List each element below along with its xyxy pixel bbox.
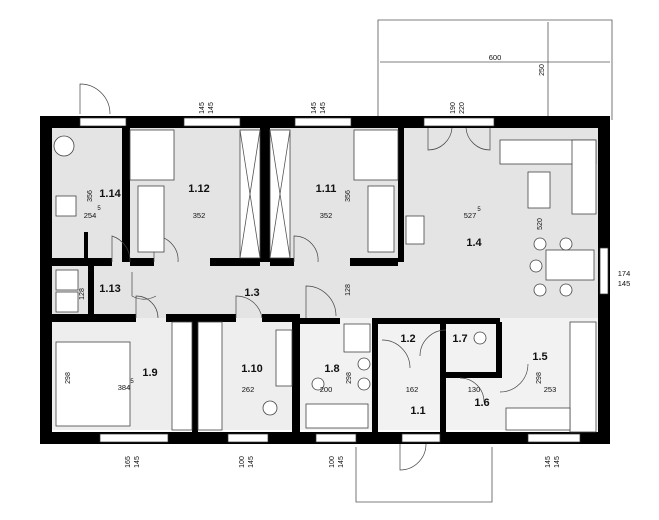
dim-1-4-width-sup: 5	[477, 207, 481, 213]
room-label-1-7: 1.7	[452, 333, 467, 345]
dim-1-9-width: 384	[118, 383, 131, 392]
room-label-1-4: 1.4	[466, 237, 482, 249]
room-label-1-14: 1.14	[99, 188, 121, 200]
windows	[79, 117, 609, 443]
room-label-1-3: 1.3	[244, 287, 259, 299]
win-dim: 145	[248, 456, 255, 468]
terrace-depth-label: 250	[539, 64, 546, 76]
room-label-1-2: 1.2	[400, 333, 415, 345]
win-dim: 145	[545, 456, 552, 468]
dim-1-1-width: 162	[406, 385, 419, 394]
terrace-width-label: 600	[489, 53, 502, 62]
room-label-1-13: 1.13	[99, 283, 120, 295]
win-dim: 145	[320, 102, 327, 114]
win-dim: 145	[208, 102, 215, 114]
dim-1-6-width: 130	[468, 385, 481, 394]
dim-1-5-width: 253	[544, 385, 557, 394]
win-dim: 145	[311, 102, 318, 114]
dim-1-3-depth: 128	[345, 284, 352, 296]
room-label-1-6: 1.6	[474, 397, 489, 409]
room-labels: 1.14 1.12 1.11 1.4 1.13 1.3 1.9 1.10 1.8…	[99, 183, 547, 417]
dim-1-9-depth: 298	[65, 372, 72, 384]
dim-1-14-width: 254	[84, 211, 97, 220]
win-dim: 145	[134, 456, 141, 468]
dim-1-14-width-sup: 5	[97, 206, 101, 212]
dim-1-8-width: 200	[320, 385, 333, 394]
terrace: 600 250	[377, 19, 613, 120]
interior-walls	[50, 126, 502, 432]
win-dim: 145	[618, 279, 631, 288]
doors	[79, 83, 529, 471]
win-dim: 220	[459, 102, 466, 114]
room-label-1-11: 1.11	[316, 183, 337, 195]
entrance-canopy	[355, 447, 493, 503]
room-label-1-9: 1.9	[142, 367, 157, 379]
room-label-1-5: 1.5	[532, 351, 547, 363]
dim-1-4-width: 527	[464, 211, 477, 220]
dim-1-8-depth: 298	[346, 372, 353, 384]
room-label-1-12: 1.12	[188, 183, 209, 195]
window-dimensions: 145 145 145 145 190 220 174 145 165 145 …	[125, 102, 630, 468]
dim-1-14-depth: 356	[87, 190, 94, 202]
room-label-1-8: 1.8	[324, 363, 339, 375]
win-dim: 165	[125, 456, 132, 468]
dim-1-4-depth: 520	[537, 218, 544, 230]
dim-1-11-depth: 356	[345, 190, 352, 202]
win-dim: 145	[199, 102, 206, 114]
dim-1-13-depth: 128	[79, 288, 86, 300]
win-dim: 100	[239, 456, 246, 468]
win-dim: 145	[338, 456, 345, 468]
dim-1-11-width: 352	[320, 211, 333, 220]
dim-1-10-width: 262	[242, 385, 255, 394]
win-dim: 174	[618, 269, 631, 278]
win-dim: 190	[450, 102, 457, 114]
furniture	[53, 129, 597, 433]
room-label-1-10: 1.10	[241, 363, 262, 375]
win-dim: 145	[554, 456, 561, 468]
room-label-1-1: 1.1	[410, 405, 425, 417]
dim-1-5-depth: 298	[536, 372, 543, 384]
room-dimensions: 356 254 5 352 356 352 527 5 520 128 128 …	[65, 190, 556, 394]
dim-1-12-width: 352	[193, 211, 206, 220]
win-dim: 100	[329, 456, 336, 468]
dim-1-9-width-sup: 5	[130, 379, 134, 385]
